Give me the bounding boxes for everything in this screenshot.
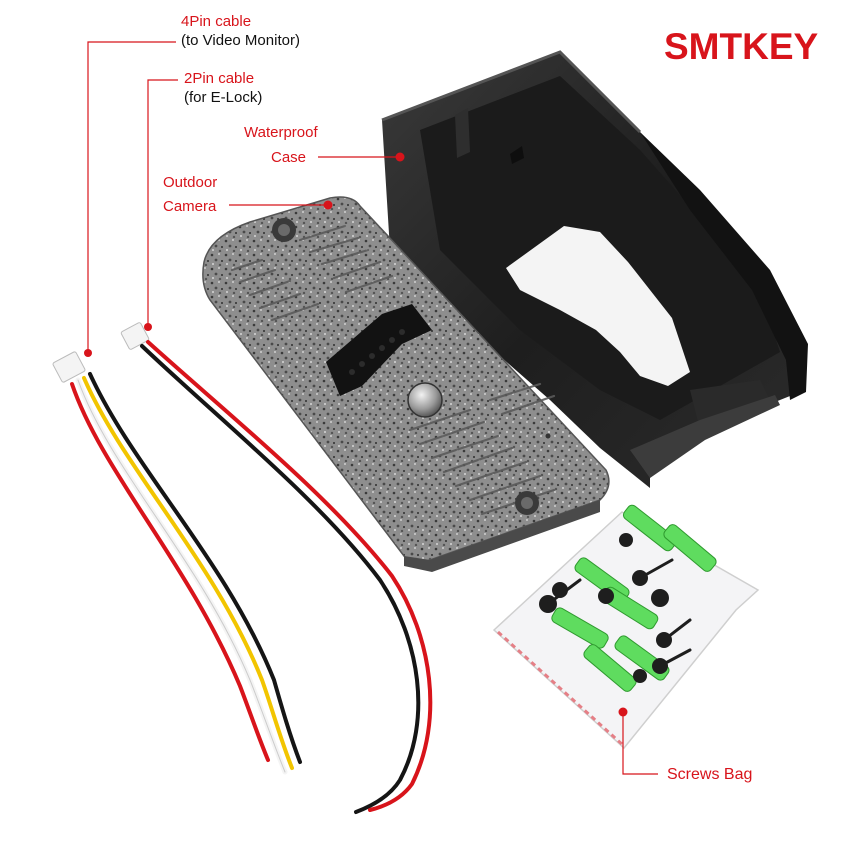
label-2pin-sub: (for E-Lock) — [184, 89, 263, 106]
4pin-cable — [52, 351, 302, 775]
callout-lines — [87, 41, 658, 775]
2pin-cable — [120, 322, 433, 814]
label-camera-line2: Camera — [163, 198, 217, 215]
outdoor-camera — [202, 196, 610, 572]
callout-dots — [84, 152, 628, 717]
screws-bag — [492, 504, 760, 750]
leader-4pin — [87, 41, 176, 352]
label-4pin-sub: (to Video Monitor) — [181, 32, 300, 49]
label-screws-bag: Screws Bag — [667, 766, 753, 783]
label-case-line1: Waterproof — [244, 124, 318, 141]
leader-2pin — [147, 79, 178, 326]
label-camera-line1: Outdoor — [163, 174, 218, 191]
brand-logo: SMTKEY — [664, 26, 819, 67]
waterproof-case — [381, 50, 808, 488]
leader-screws — [622, 712, 658, 775]
label-case-line2: Case — [271, 149, 307, 166]
label-2pin-title: 2Pin cable — [184, 70, 255, 87]
label-4pin-title: 4Pin cable — [181, 13, 252, 30]
